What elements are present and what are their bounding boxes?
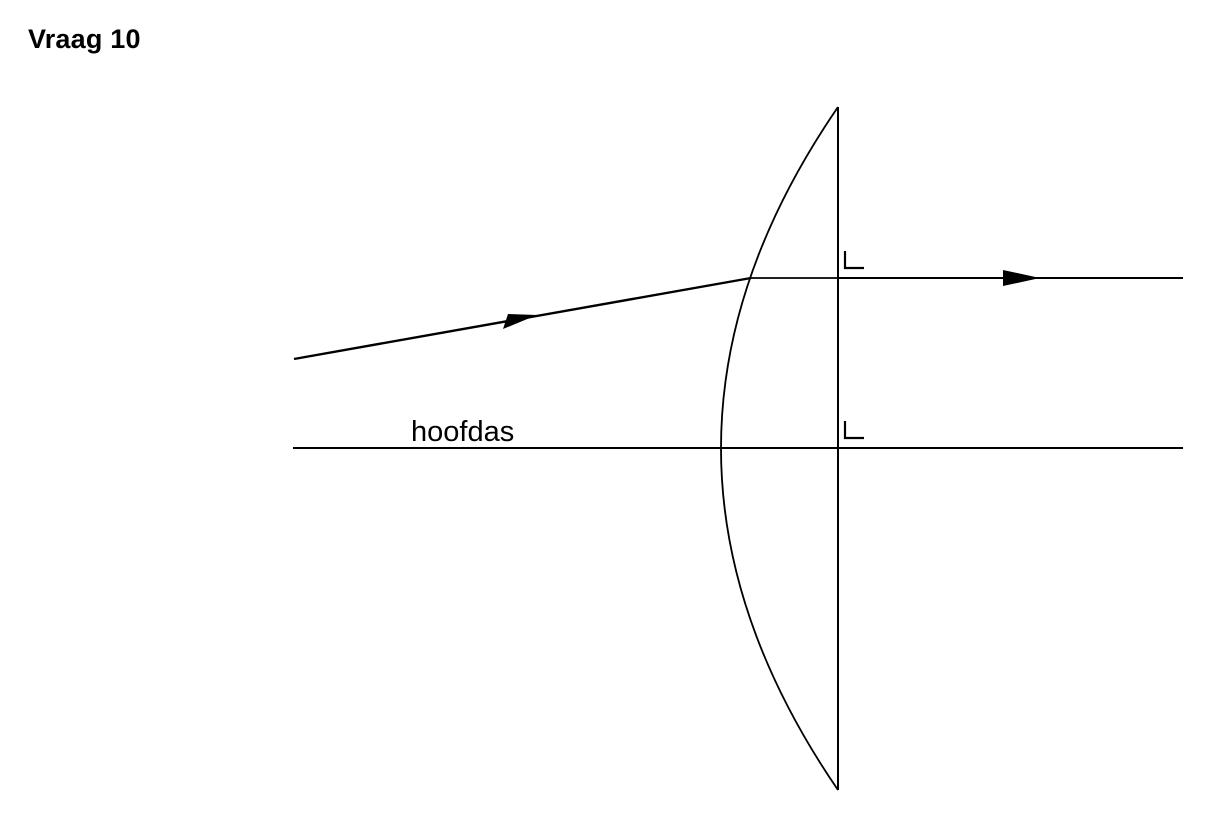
principal-axis-label: hoofdas: [411, 416, 514, 448]
incident-ray-arrowhead: [503, 314, 537, 329]
right-angle-marker-ray: [843, 251, 864, 270]
question-title: Vraag 10: [28, 24, 141, 54]
lens-curved-surface: [720, 106, 839, 791]
right-angle-marker-axis: [843, 421, 864, 440]
emergent-ray-arrowhead: [1003, 270, 1040, 286]
